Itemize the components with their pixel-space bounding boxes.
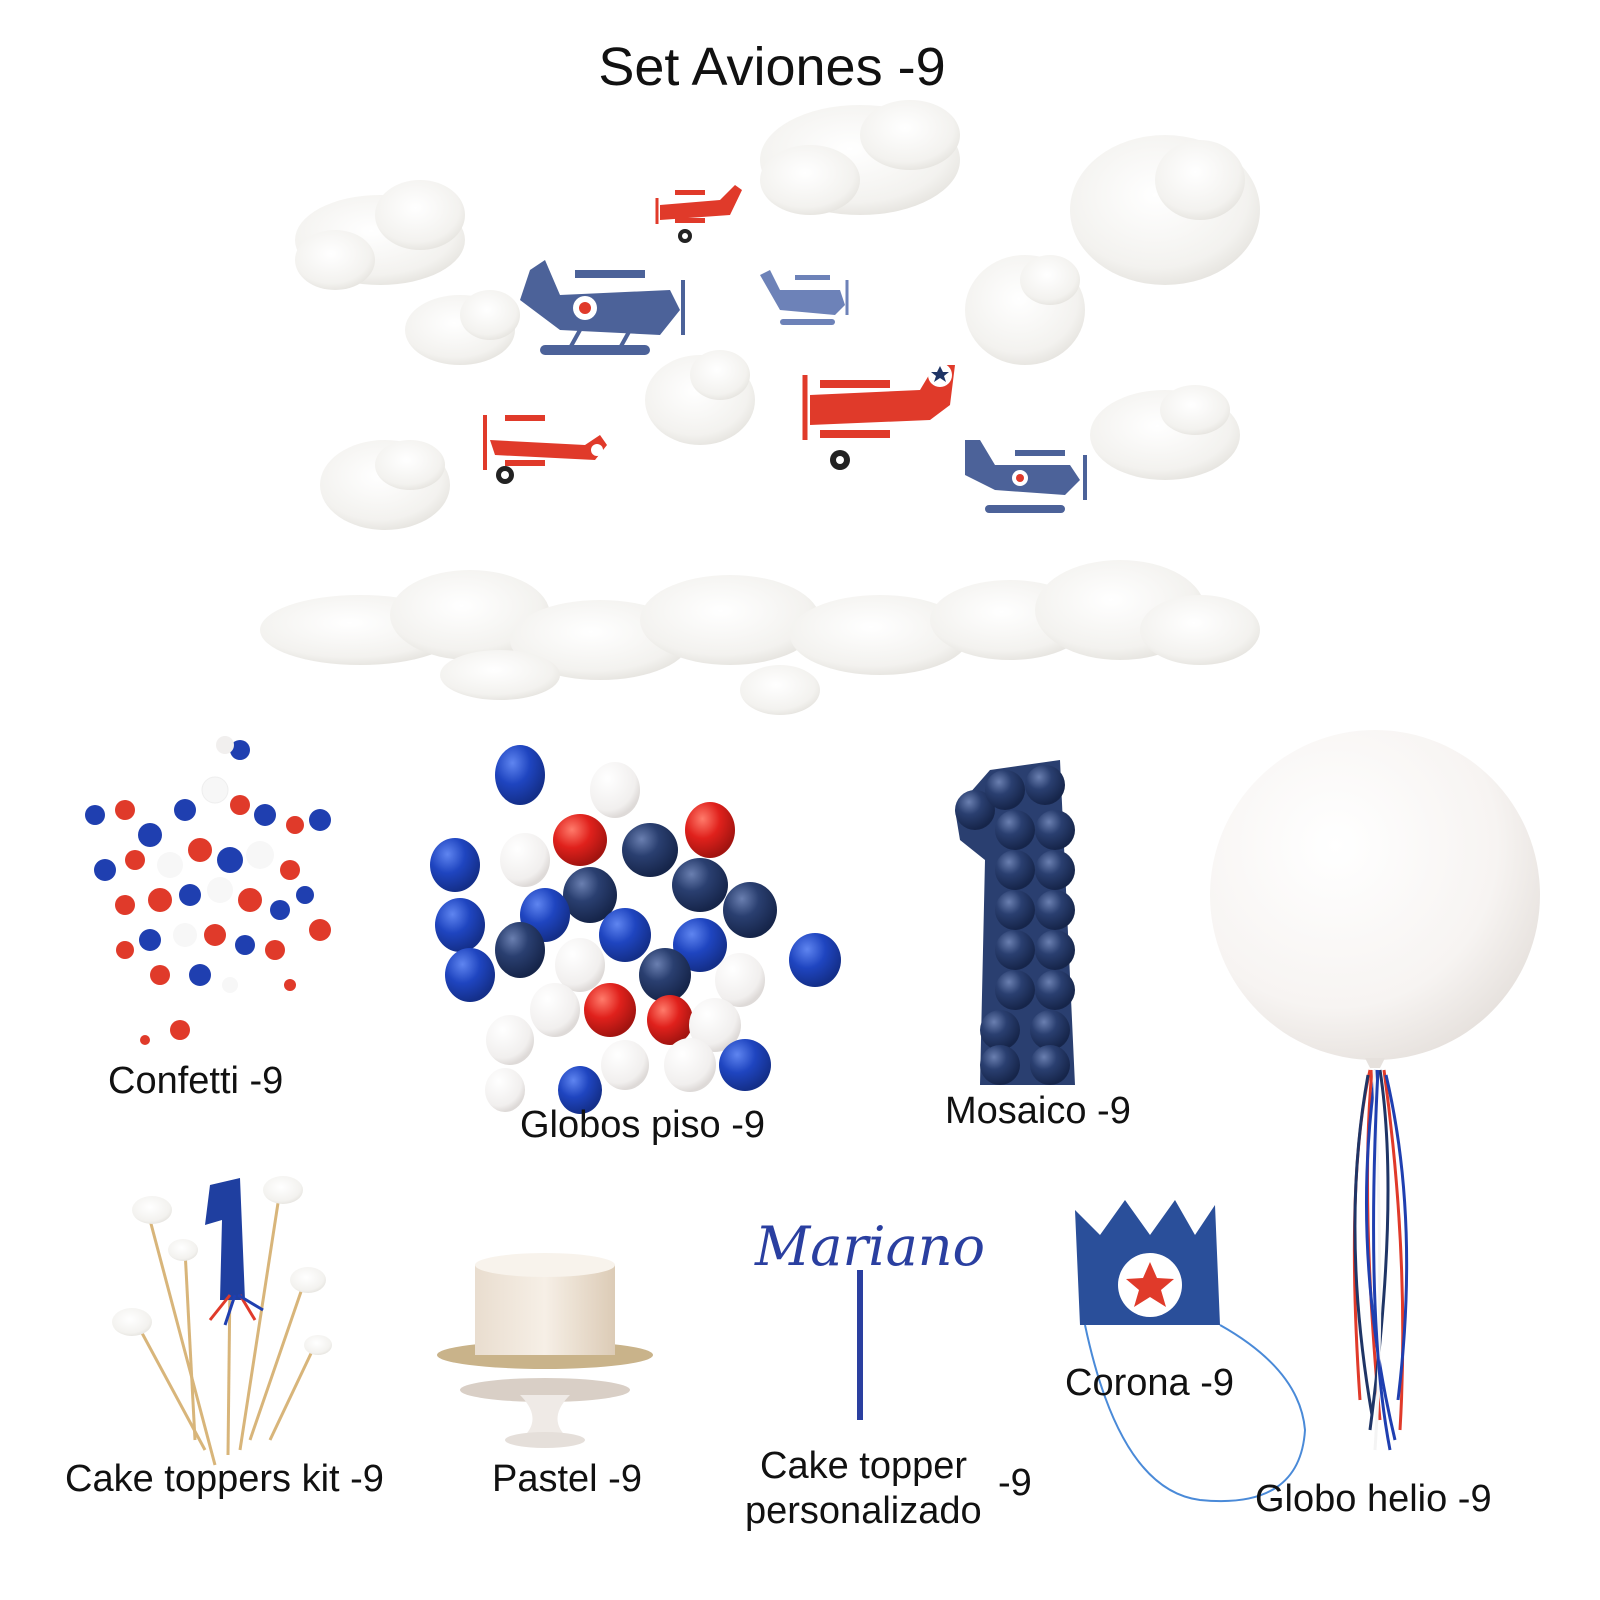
felt-crown (1075, 1200, 1307, 1503)
plane-red-large (802, 363, 955, 470)
plane-red-medium (483, 415, 607, 484)
cloud-garland (260, 560, 1260, 715)
balloon-tassel (1352, 1069, 1409, 1451)
cloud-7 (320, 440, 450, 530)
cake (437, 1253, 653, 1448)
topper-name-script: Mariano (754, 1215, 985, 1278)
mosaic-number-one (955, 760, 1075, 1085)
confetti-pile (85, 736, 331, 1045)
plane-blue-medium (965, 440, 1087, 513)
label-mosaico: Mosaico -9 (945, 1090, 1131, 1132)
cloud-1 (295, 180, 465, 290)
cake-toppers-kit (112, 1176, 332, 1466)
plane-blue-large (520, 260, 685, 355)
helium-balloon (1210, 730, 1540, 1451)
floor-balloons (430, 745, 841, 1114)
label-corona: Corona -9 (1065, 1362, 1234, 1404)
cotton-clouds (260, 100, 1260, 715)
label-cake-topper-line2: personalizado (745, 1490, 982, 1532)
label-globo-helio: Globo helio -9 (1255, 1478, 1492, 1520)
cloud-3 (760, 100, 960, 215)
label-cake-topper-suffix: -9 (998, 1462, 1032, 1504)
cloud-5 (965, 255, 1085, 365)
plane-red-small (655, 185, 742, 243)
label-confetti: Confetti -9 (108, 1060, 284, 1102)
label-cake-topper-line1: Cake topper (760, 1445, 968, 1487)
label-pastel: Pastel -9 (492, 1458, 642, 1500)
cloud-4 (1070, 135, 1260, 285)
cloud-6 (645, 350, 755, 445)
plane-blue-small (760, 270, 849, 325)
personalized-topper: Mariano (754, 1215, 985, 1420)
label-cake-toppers-kit: Cake toppers kit -9 (65, 1458, 384, 1500)
cloud-2 (405, 290, 520, 365)
label-globos-piso: Globos piso -9 (520, 1104, 766, 1146)
cloud-8 (1090, 385, 1240, 480)
planes (483, 185, 1087, 513)
page-title: Set Aviones -9 (598, 37, 946, 97)
